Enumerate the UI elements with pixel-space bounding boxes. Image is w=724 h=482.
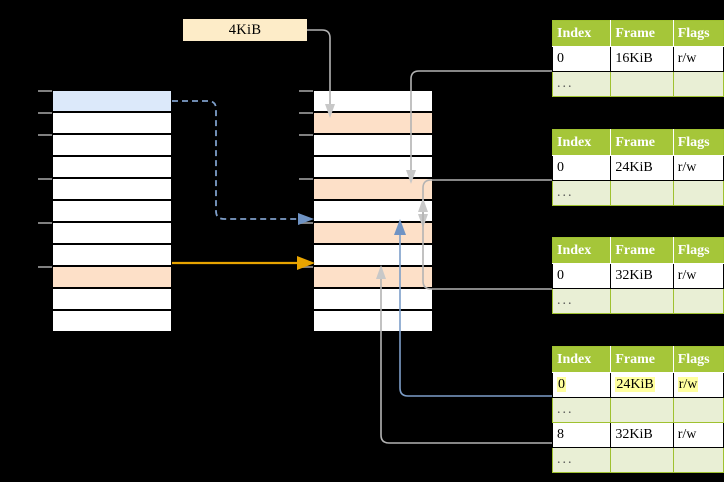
column-header-frame: Frame bbox=[610, 237, 674, 264]
middle-cell-5[interactable] bbox=[313, 178, 433, 200]
middle-tick-3 bbox=[299, 134, 313, 136]
left-tick-1 bbox=[38, 90, 52, 92]
table-ellipsis-row[interactable]: ... bbox=[551, 71, 724, 97]
column-header-flags: Flags bbox=[672, 20, 724, 47]
cell-flags: r/w bbox=[672, 422, 724, 448]
cell-index: ... bbox=[551, 288, 612, 314]
cell-flags bbox=[672, 71, 724, 97]
left-cell-11[interactable] bbox=[52, 310, 172, 332]
middle-cell-3[interactable] bbox=[313, 134, 433, 156]
cell-index: 0 bbox=[551, 46, 612, 72]
table-row[interactable]: 0 24KiB r/w bbox=[551, 372, 724, 398]
left-cell-9[interactable] bbox=[52, 266, 172, 288]
cell-index: ... bbox=[551, 180, 612, 206]
cell-index: 0 bbox=[551, 263, 612, 289]
cell-index: ... bbox=[551, 71, 612, 97]
left-cell-2[interactable] bbox=[52, 112, 172, 134]
middle-tick-4 bbox=[299, 178, 313, 180]
middle-cell-4[interactable] bbox=[313, 156, 433, 178]
left-cell-5[interactable] bbox=[52, 178, 172, 200]
left-tick-5 bbox=[38, 222, 52, 224]
middle-tick-2 bbox=[299, 112, 313, 114]
table-ellipsis-row[interactable]: ... bbox=[551, 288, 724, 314]
cell-index: ... bbox=[551, 447, 612, 473]
cell-frame: 24KiB bbox=[610, 155, 674, 181]
cell-flags bbox=[672, 288, 724, 314]
table-ellipsis-row[interactable]: ... bbox=[551, 180, 724, 206]
middle-cell-9[interactable] bbox=[313, 266, 433, 288]
cell-flags: r/w bbox=[672, 263, 724, 289]
column-header-index: Index bbox=[552, 20, 612, 47]
cell-frame bbox=[610, 447, 674, 473]
left-tick-6 bbox=[38, 266, 52, 268]
left-tick-4 bbox=[38, 178, 52, 180]
column-header-index: Index bbox=[552, 237, 612, 264]
wire-table4-row8-to-middle9 bbox=[376, 265, 552, 444]
cell-index: ... bbox=[551, 397, 612, 423]
left-cell-4[interactable] bbox=[52, 156, 172, 178]
cell-frame bbox=[610, 288, 674, 314]
cell-flags: r/w bbox=[672, 372, 724, 398]
wire-left-blue-to-middle7 bbox=[172, 100, 314, 225]
middle-cell-2[interactable] bbox=[313, 112, 433, 134]
cell-frame: 16KiB bbox=[610, 46, 674, 72]
table-ellipsis-row[interactable]: ... bbox=[551, 447, 724, 473]
column-header-index: Index bbox=[552, 129, 612, 156]
left-tick-2 bbox=[38, 112, 52, 114]
wire-table4-row0-to-middle7 bbox=[394, 219, 552, 397]
column-header-frame: Frame bbox=[610, 346, 674, 373]
highlighted-value: 24KiB bbox=[615, 377, 655, 392]
highlighted-value: 0 bbox=[557, 377, 566, 392]
middle-cell-10[interactable] bbox=[313, 288, 433, 310]
cell-frame: 24KiB bbox=[610, 372, 674, 398]
page-size-label: 4KiB bbox=[183, 19, 307, 41]
left-tick-3 bbox=[38, 134, 52, 136]
column-header-flags: Flags bbox=[672, 129, 724, 156]
middle-tick-5 bbox=[299, 222, 313, 224]
left-cell-10[interactable] bbox=[52, 288, 172, 310]
wire-table1-to-middle5 bbox=[406, 70, 552, 184]
wire-left-orange-to-middle9 bbox=[172, 256, 315, 270]
middle-cell-8[interactable] bbox=[313, 244, 433, 266]
middle-cell-1[interactable] bbox=[313, 90, 433, 112]
column-header-flags: Flags bbox=[672, 346, 724, 373]
wire-label-to-middle2 bbox=[307, 29, 335, 118]
left-cell-8[interactable] bbox=[52, 244, 172, 266]
cell-index: 8 bbox=[551, 422, 612, 448]
left-memory-column bbox=[52, 90, 172, 332]
middle-tick-6 bbox=[299, 266, 313, 268]
middle-cell-6[interactable] bbox=[313, 200, 433, 222]
cell-flags bbox=[672, 447, 724, 473]
left-cell-1[interactable] bbox=[52, 90, 172, 112]
left-cell-7[interactable] bbox=[52, 222, 172, 244]
cell-frame: 32KiB bbox=[610, 263, 674, 289]
middle-memory-column bbox=[313, 90, 433, 332]
cell-index: 0 bbox=[551, 372, 612, 398]
column-header-frame: Frame bbox=[610, 20, 674, 47]
cell-flags bbox=[672, 180, 724, 206]
cell-frame bbox=[610, 71, 674, 97]
left-cell-6[interactable] bbox=[52, 200, 172, 222]
highlighted-value: r/w bbox=[677, 377, 699, 392]
left-cell-3[interactable] bbox=[52, 134, 172, 156]
wire-table2-to-middle7 bbox=[418, 179, 552, 228]
cell-frame bbox=[610, 180, 674, 206]
middle-cell-11[interactable] bbox=[313, 310, 433, 332]
middle-tick-1 bbox=[299, 90, 313, 92]
wire-middle9-to-table3 bbox=[418, 198, 552, 290]
